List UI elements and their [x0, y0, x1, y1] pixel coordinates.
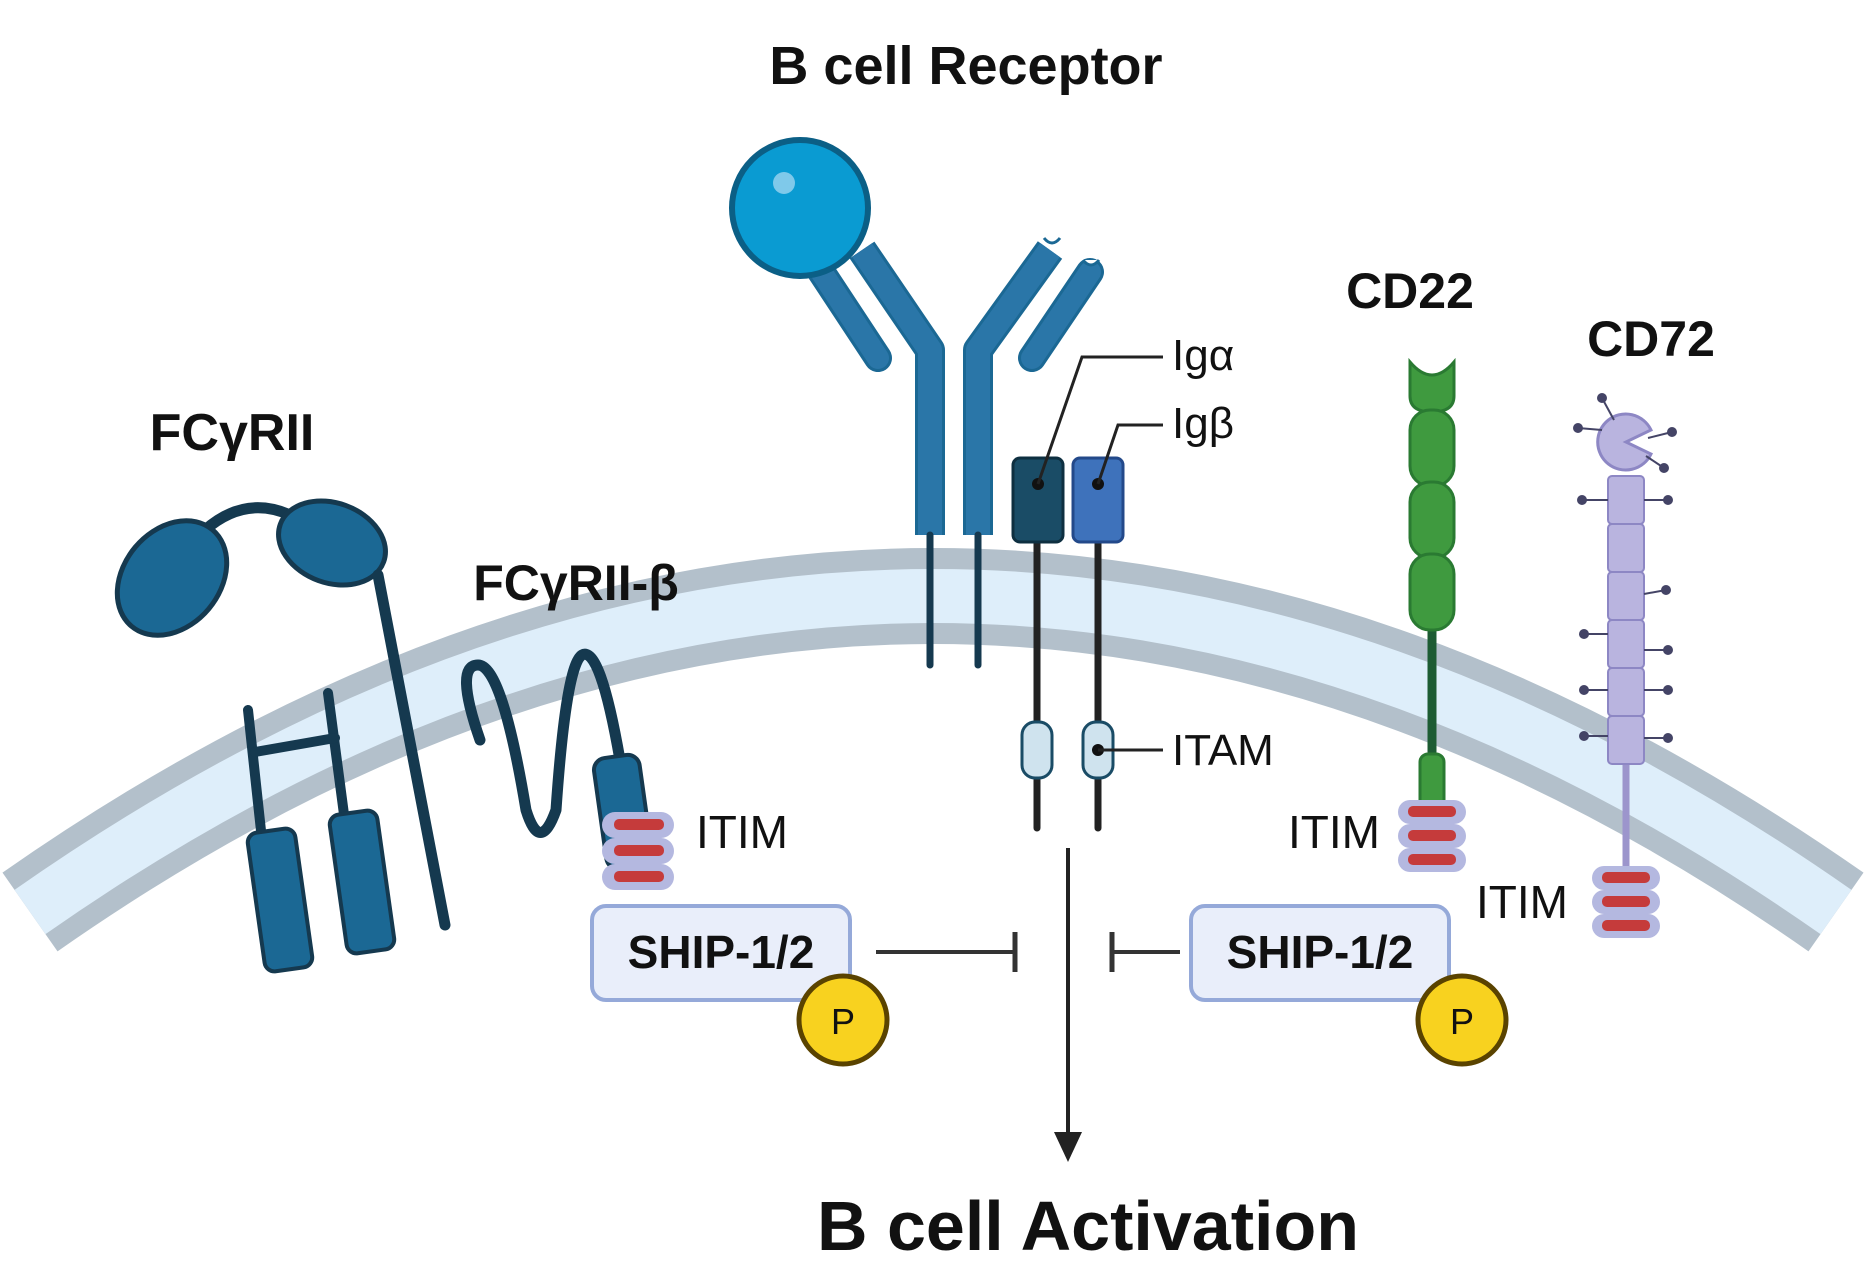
fcgrii-label: FCγRII: [150, 404, 315, 462]
ig-beta-label: Igβ: [1172, 399, 1234, 448]
itam-label: ITAM: [1172, 726, 1274, 775]
ig-alpha-beta-heterodimer: [1011, 355, 1163, 832]
activation-arrow: [1054, 848, 1082, 1162]
ig-beta-chain: [1071, 456, 1125, 544]
fcgrii-beta-receptor-icon: [461, 648, 674, 890]
cd22-label: CD22: [1346, 263, 1474, 319]
itim-label-cd22: ITIM: [1288, 806, 1380, 858]
inhibition-arrow-left: [876, 932, 1018, 972]
fcgrii-receptor-icon: [114, 498, 451, 974]
itim-label-cd72: ITIM: [1476, 876, 1568, 928]
ship-left-box: [590, 904, 852, 1002]
itim-motif-left: [602, 812, 674, 890]
ig-alpha-chain: [1011, 456, 1065, 544]
ship-right-label: SHIP-1/2: [1227, 926, 1414, 978]
activation-label: B cell Activation: [817, 1187, 1359, 1262]
phospho-left-label: P: [831, 1001, 855, 1042]
phosphate-icon: [796, 973, 1509, 1067]
itim-label-left: ITIM: [696, 806, 788, 858]
ship-right-box: [1189, 904, 1451, 1002]
itim-motif-cd22: [1398, 800, 1466, 872]
bcr-antibody-icon: [806, 237, 1104, 669]
itim-motif-cd72: [1592, 866, 1660, 938]
cd72-label: CD72: [1587, 311, 1715, 367]
cd72-receptor-icon: [1573, 393, 1677, 938]
cd22-receptor-icon: [1398, 357, 1466, 872]
ship-left-label: SHIP-1/2: [628, 926, 815, 978]
ig-alpha-label: Igα: [1172, 331, 1234, 380]
itam-motif-alpha: [1020, 720, 1054, 780]
bcr-title: B cell Receptor: [769, 36, 1162, 96]
inhibition-arrow-right: [1109, 932, 1180, 972]
phospho-right-label: P: [1450, 1001, 1474, 1042]
fcgrii-beta-label: FCγRII-β: [473, 555, 679, 611]
antigen-icon: [729, 137, 871, 279]
